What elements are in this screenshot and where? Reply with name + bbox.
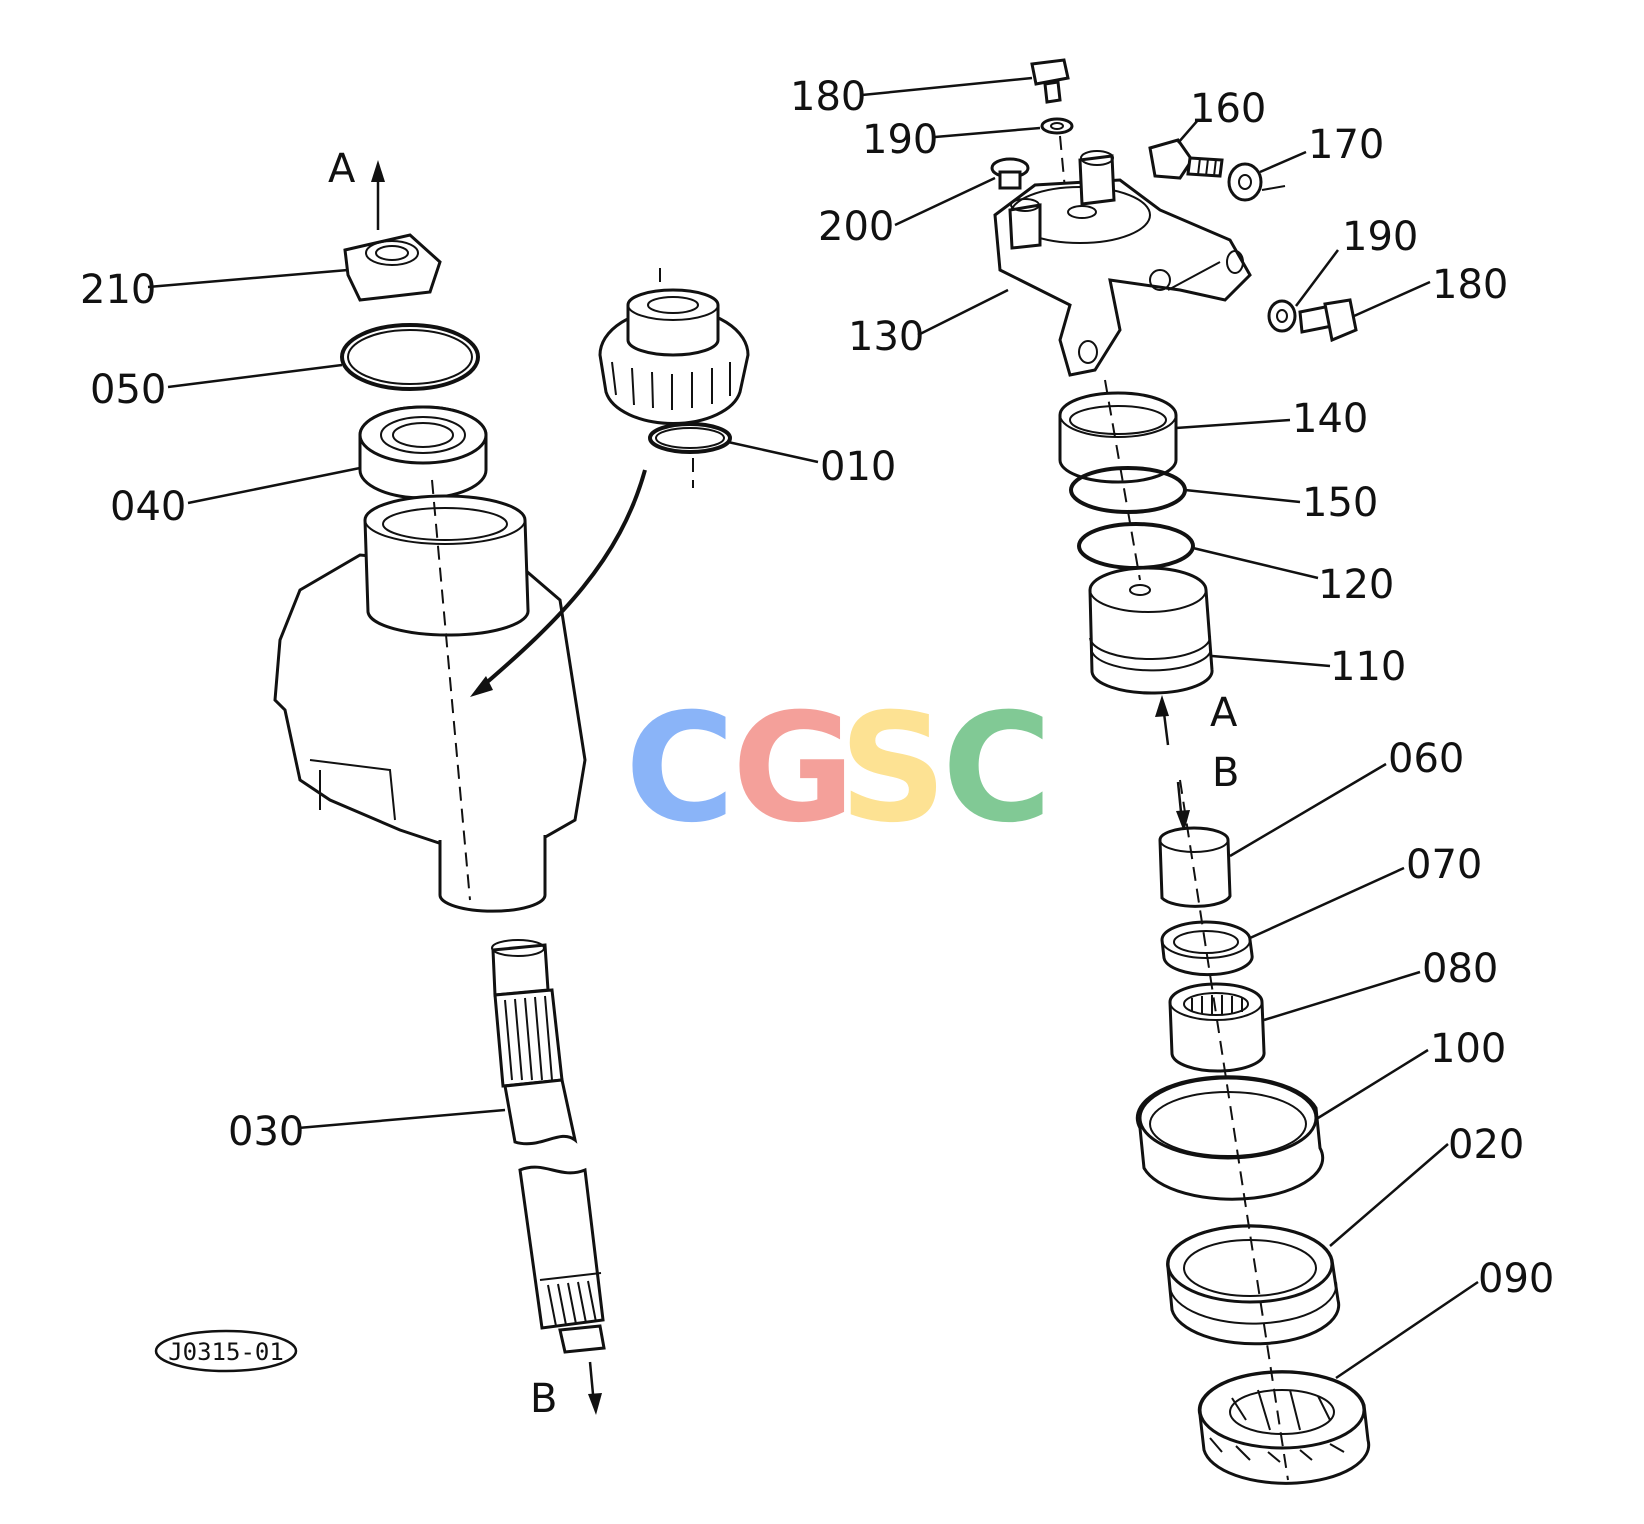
label-160: 160 — [1190, 86, 1266, 132]
label-190-top: 190 — [862, 117, 938, 163]
watermark-letter-2: G — [732, 682, 855, 856]
mark-a-right: A — [1210, 690, 1238, 736]
mark-b-left: B — [530, 1376, 557, 1422]
leader-140 — [1175, 418, 1291, 430]
leader-100 — [1317, 1048, 1429, 1120]
leader-080 — [1263, 970, 1421, 1022]
leader-200 — [894, 176, 996, 227]
leader-110 — [1211, 654, 1331, 668]
part-130-bracket — [993, 150, 1252, 377]
label-200: 200 — [818, 204, 894, 250]
leader-030 — [297, 1108, 506, 1130]
leader-010 — [727, 440, 819, 464]
leader-070 — [1249, 866, 1405, 940]
label-150: 150 — [1302, 480, 1378, 526]
part-100-race — [1135, 1075, 1325, 1201]
label-170: 170 — [1308, 122, 1384, 168]
label-120: 120 — [1318, 562, 1394, 608]
leader-210 — [147, 268, 349, 289]
part-010-ring — [648, 422, 732, 454]
cgsc-watermark: C G S C — [625, 682, 1052, 856]
part-200-plug — [990, 157, 1030, 190]
part-110-piston — [1088, 566, 1214, 695]
arrow-b-down — [588, 1361, 602, 1415]
label-180-right: 180 — [1432, 262, 1508, 308]
label-070: 070 — [1406, 842, 1482, 888]
part-160-bolt — [1148, 138, 1224, 180]
centerline-170 — [1261, 185, 1286, 191]
label-140: 140 — [1292, 396, 1368, 442]
mark-b-right: B — [1212, 750, 1239, 796]
label-090: 090 — [1478, 1256, 1554, 1302]
centerline-right-lower — [1179, 779, 1289, 1481]
leader-040 — [187, 466, 361, 505]
leader-090 — [1335, 1280, 1479, 1380]
leader-180-right — [1353, 280, 1431, 318]
leader-190-top — [934, 126, 1041, 139]
part-190-top-washer — [1040, 117, 1074, 135]
drawing-code: J0315-01 — [168, 1338, 284, 1366]
part-030-shaft — [491, 939, 606, 1354]
leader-130 — [917, 288, 1009, 337]
label-060: 060 — [1388, 736, 1464, 782]
part-210-nut — [343, 233, 442, 302]
steering-housing — [273, 494, 587, 913]
part-070-seal — [1160, 920, 1254, 977]
arrow-b-right-down — [1176, 781, 1190, 832]
part-040-bearing — [358, 405, 488, 500]
part-060-bush — [1158, 826, 1232, 908]
label-030: 030 — [228, 1109, 304, 1155]
label-020: 020 — [1448, 1122, 1524, 1168]
part-180-top-bolt — [1030, 58, 1070, 104]
centerline-left-upper — [431, 479, 471, 901]
drawing-code-badge: J0315-01 — [154, 1329, 298, 1373]
label-080: 080 — [1422, 946, 1498, 992]
leader-170 — [1259, 150, 1307, 174]
leader-180-top — [861, 76, 1033, 97]
leader-190-right — [1295, 249, 1339, 307]
watermark-letter-1: C — [625, 682, 735, 856]
label-180-top: 180 — [790, 74, 866, 120]
mark-a-left: A — [328, 146, 356, 192]
part-050-snap-ring — [340, 323, 480, 391]
label-010: 010 — [820, 444, 896, 490]
leader-020 — [1329, 1143, 1449, 1247]
label-040: 040 — [110, 484, 186, 530]
part-170-washer — [1227, 162, 1263, 202]
part-bevel-gear — [598, 288, 750, 426]
part-090-thrust-bearing — [1197, 1370, 1371, 1485]
leader-150 — [1184, 488, 1301, 504]
part-080-needle-bearing — [1168, 982, 1266, 1073]
leader-160 — [1177, 119, 1199, 144]
part-190-right-washer — [1267, 299, 1297, 333]
label-100: 100 — [1430, 1026, 1506, 1072]
centerline-bracket — [1167, 261, 1221, 291]
part-180-right-bolt — [1298, 298, 1358, 343]
label-130: 130 — [848, 314, 924, 360]
label-210: 210 — [80, 267, 156, 313]
part-020-bearing — [1166, 1224, 1341, 1346]
leader-050 — [167, 363, 343, 389]
arrow-a-up — [371, 160, 385, 230]
arrow-a-right-up — [1155, 695, 1170, 746]
centerline-right-upper — [1104, 379, 1141, 581]
leader-060 — [1229, 762, 1387, 858]
label-190-right: 190 — [1342, 214, 1418, 260]
watermark-letter-3: S — [839, 682, 947, 856]
leader-120 — [1192, 546, 1319, 580]
watermark-letter-4: C — [942, 682, 1052, 856]
label-050: 050 — [90, 367, 166, 413]
curved-arrow-install — [470, 469, 647, 697]
label-110: 110 — [1330, 644, 1406, 690]
